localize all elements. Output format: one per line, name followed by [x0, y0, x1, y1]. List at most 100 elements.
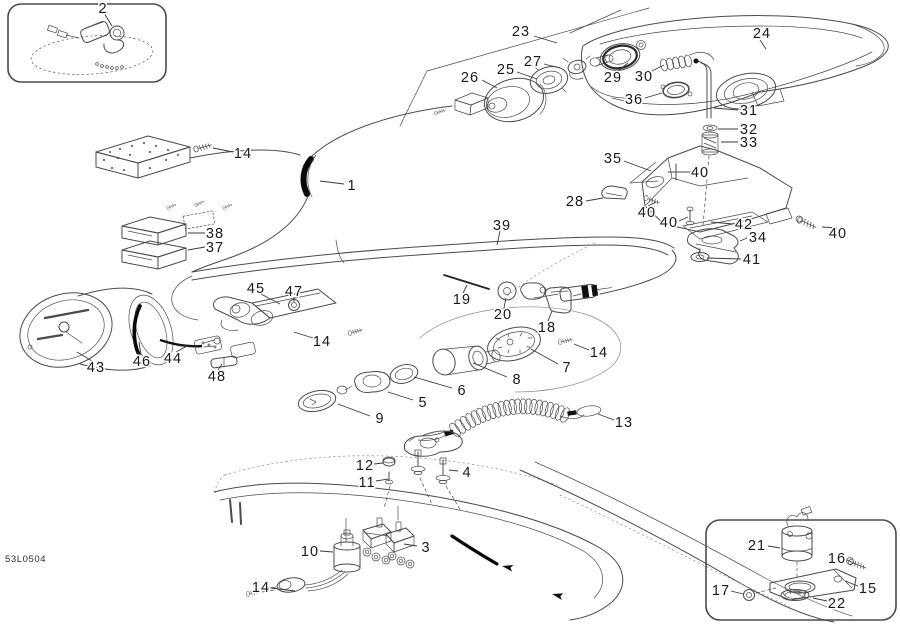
callout-leader-13 [597, 413, 615, 421]
callout-14: 14 [590, 345, 608, 361]
speedometer-cluster-art [19, 287, 364, 371]
callout-12: 12 [356, 458, 374, 474]
callout-leader-31 [713, 107, 739, 111]
key-tether-inset [7, 3, 167, 83]
callout-5: 5 [418, 395, 427, 411]
callout-40: 40 [660, 215, 678, 231]
callout-leader-24 [759, 39, 767, 50]
callout-36: 36 [625, 92, 643, 108]
callout-leader-12 [373, 462, 384, 465]
callout-leader-43 [76, 351, 93, 362]
callout-leader-30 [651, 64, 665, 72]
callout-leader-8 [472, 362, 508, 378]
gauge-and-bulb-parts-art [433, 44, 693, 123]
callout-leader-17 [730, 590, 744, 595]
callout-leader-37 [187, 246, 206, 251]
callout-25: 25 [497, 62, 515, 78]
callout-26: 26 [461, 70, 479, 86]
callout-leader-15 [844, 580, 859, 587]
callout-14: 14 [252, 580, 270, 596]
callout-22: 22 [828, 596, 846, 612]
tether-key-art [30, 20, 154, 75]
callout-leader-21 [767, 545, 781, 549]
main-harness-art [171, 105, 677, 321]
solenoid-and-switchbank-art [245, 505, 415, 597]
module-and-relays-art [95, 135, 233, 270]
callout-leader-5 [387, 391, 414, 401]
callout-45: 45 [247, 281, 265, 297]
callout-leader-41 [706, 257, 742, 260]
callout-leader-27 [543, 63, 561, 69]
callout-leader-18 [547, 310, 553, 322]
callout-11: 11 [358, 475, 375, 491]
callout-37: 37 [206, 240, 224, 256]
callout-23: 23 [512, 24, 530, 40]
callout-leader-6 [413, 376, 453, 389]
callout-leader-42 [710, 221, 734, 225]
callout-43: 43 [87, 360, 105, 376]
callout-leader-48 [217, 363, 223, 371]
callout-leader-14 [212, 147, 234, 153]
callout-18: 18 [538, 320, 556, 336]
callout-33: 33 [740, 135, 758, 151]
callout-leader-11 [375, 478, 389, 482]
switch-bank-unit [362, 517, 392, 565]
callout-leader-44 [175, 344, 190, 353]
switch-bank-unit [385, 505, 415, 569]
callout-42: 42 [735, 217, 753, 233]
callout-leader-9 [337, 403, 371, 417]
callout-15: 15 [859, 581, 877, 597]
callout-leader-7 [530, 348, 559, 365]
callout-31: 31 [740, 103, 758, 119]
callout-27: 27 [524, 54, 542, 70]
callout-14: 14 [234, 146, 252, 162]
callout-leader-10 [319, 550, 334, 553]
callout-7: 7 [562, 360, 571, 376]
callout-leader-46 [138, 341, 142, 356]
callout-21: 21 [748, 538, 766, 554]
callout-leader-29 [617, 62, 629, 72]
callout-leader-40 [821, 226, 838, 229]
callout-leader-22 [812, 597, 828, 602]
callout-44: 44 [164, 351, 182, 367]
callout-8: 8 [512, 372, 521, 388]
coiled-cord-art [408, 398, 602, 442]
callout-leader-3 [403, 543, 418, 547]
callout-10: 10 [301, 544, 319, 560]
callout-4: 4 [462, 465, 471, 481]
callout-leader-19 [462, 284, 468, 294]
callout-leader-14 [293, 331, 314, 339]
callout-leader-25 [516, 71, 538, 80]
callout-leader-23 [533, 35, 558, 44]
callout-40: 40 [829, 226, 847, 242]
callout-38: 38 [206, 226, 224, 242]
hull-outline-art [213, 242, 853, 623]
callout-leader-1 [319, 180, 345, 185]
callout-16: 16 [828, 551, 846, 567]
callout-leader-26 [481, 79, 498, 89]
callout-30: 30 [635, 69, 653, 85]
callout-24: 24 [753, 26, 771, 42]
switch-parts-art [297, 274, 622, 413]
callout-9: 9 [375, 411, 384, 427]
callout-20: 20 [494, 307, 512, 323]
callout-3: 3 [421, 540, 430, 556]
callout-6: 6 [457, 383, 466, 399]
console-panel-art [399, 7, 889, 127]
callout-leader-14 [270, 587, 296, 592]
callout-47: 47 [285, 284, 303, 300]
callout-leader-45 [260, 293, 281, 305]
callout-32: 32 [740, 122, 758, 138]
callout-35: 35 [604, 151, 622, 167]
callout-34: 34 [749, 230, 767, 246]
callout-29: 29 [604, 70, 622, 86]
callout-leader-34 [739, 237, 748, 242]
buzzer-inset [705, 506, 897, 621]
callout-2: 2 [98, 1, 107, 17]
callout-leader-39 [496, 230, 501, 246]
callout-leader-35 [623, 160, 652, 172]
diagram-code: 53L0504 [5, 554, 46, 565]
callout-14: 14 [313, 334, 331, 350]
